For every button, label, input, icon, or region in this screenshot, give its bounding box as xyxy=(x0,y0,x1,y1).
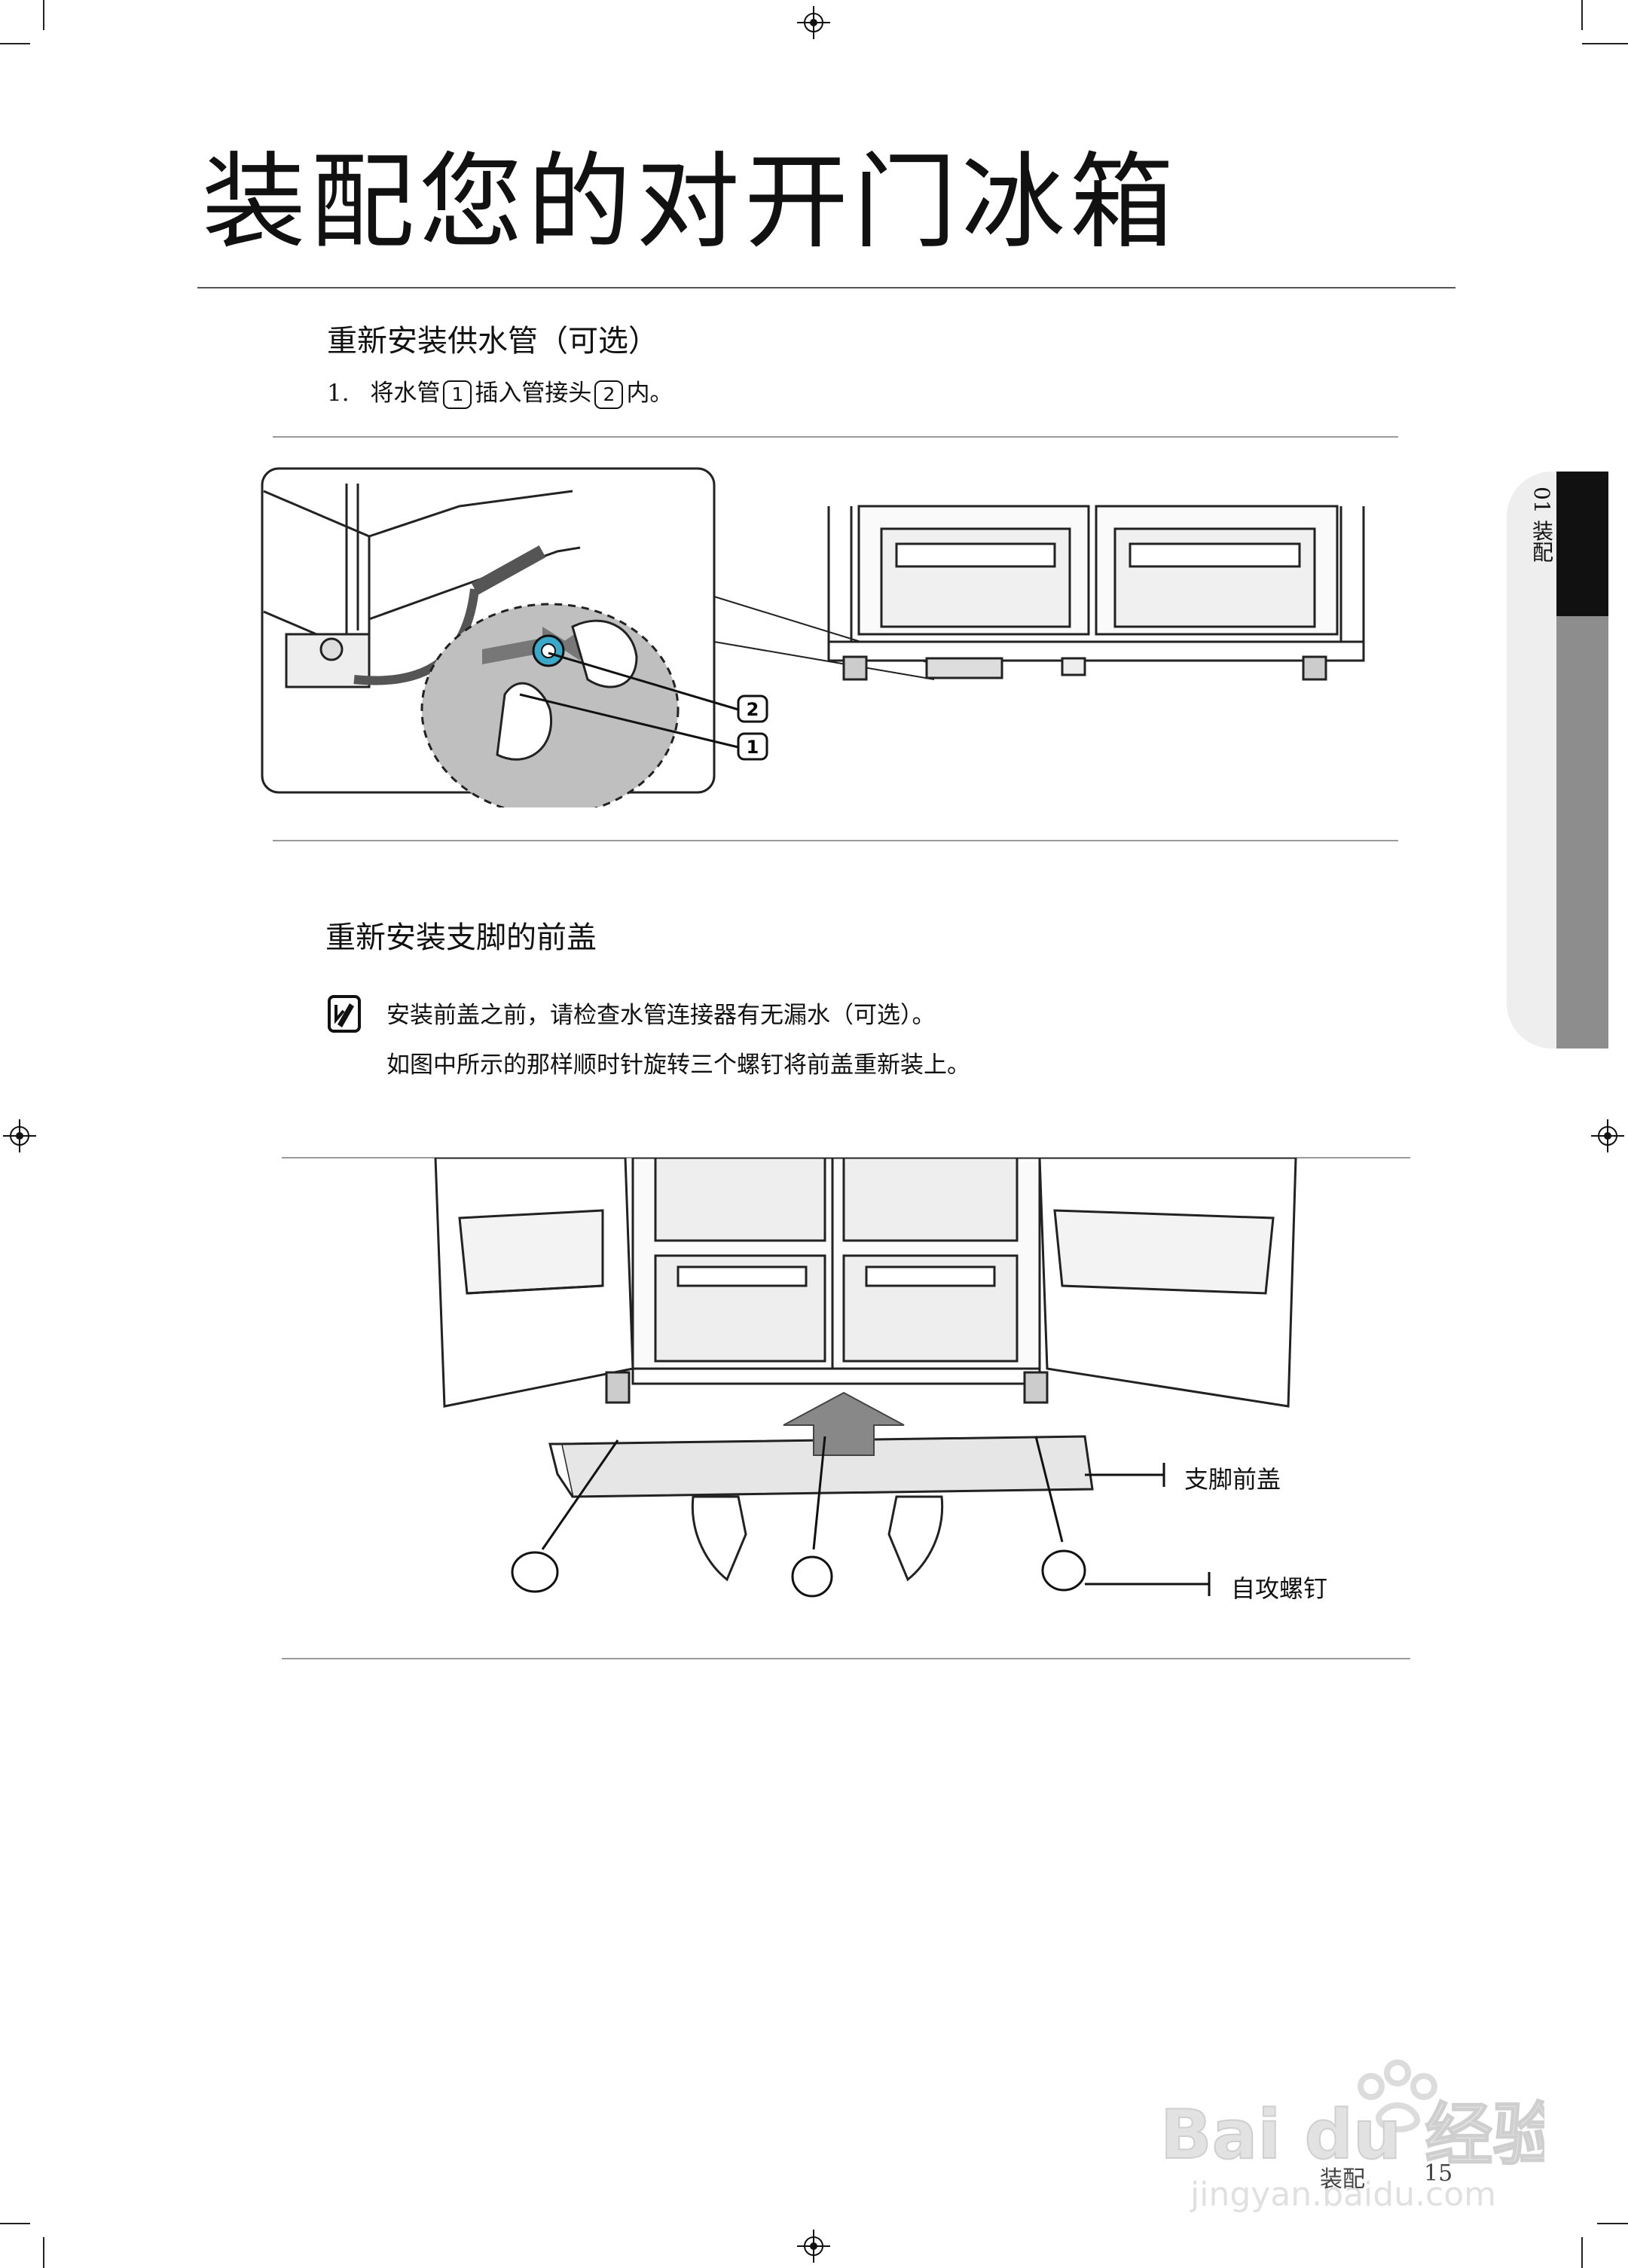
registration-mark-bottom xyxy=(797,2230,830,2263)
chapter-tab-black-block xyxy=(1556,472,1608,616)
step-text-c: 内。 xyxy=(626,380,673,407)
section2-heading: 重新安装支脚的前盖 xyxy=(325,920,597,955)
note-line-1: 安装前盖之前，请检查水管连接器有无漏水（可选）。 xyxy=(386,1002,936,1029)
registration-mark-top xyxy=(797,6,830,39)
note-line-2: 如图中所示的那样顺时针旋转三个螺钉将前盖重新装上。 xyxy=(386,1052,970,1079)
baidu-jingyan-watermark: Bai du 经验 jingyan.baidu.com xyxy=(1159,2059,1544,2214)
footer-section: 装配 xyxy=(1320,2166,1365,2193)
chapter-tab-gray-block xyxy=(1556,616,1608,1049)
marker-1: 1 xyxy=(443,380,472,409)
svg-text:Bai du 经验: Bai du 经验 xyxy=(1160,2096,1544,2175)
section1-rule-bottom xyxy=(273,840,1398,841)
callout-2: 2 xyxy=(747,699,759,720)
registration-mark-left xyxy=(3,1119,36,1152)
note-icon xyxy=(328,995,361,1033)
page-title: 装配您的对开门冰箱 xyxy=(202,142,1179,263)
registration-mark-right xyxy=(1591,1119,1624,1152)
section1-heading: 重新安装供水管（可选） xyxy=(327,324,658,359)
footer-page-number: 15 xyxy=(1424,2160,1453,2187)
label-self-tapping-screw: 自攻螺钉 xyxy=(1231,1574,1328,1603)
water-pipe-illustration: 2 1 xyxy=(261,467,1365,807)
step-text-b: 插入管接头 xyxy=(475,380,592,407)
callout-1: 1 xyxy=(747,737,759,758)
marker-2: 2 xyxy=(594,380,624,409)
section2-rule-bottom xyxy=(282,1658,1410,1659)
chapter-tab-label: 01 装配 xyxy=(1529,487,1554,563)
step-text-a: 将水管 xyxy=(370,380,441,407)
title-rule xyxy=(197,287,1455,288)
step-number: 1. xyxy=(327,380,350,407)
section1-rule-top xyxy=(273,436,1398,438)
label-front-cover: 支脚前盖 xyxy=(1184,1465,1281,1494)
svg-text:jingyan.baidu.com: jingyan.baidu.com xyxy=(1190,2175,1496,2214)
front-cover-illustration xyxy=(434,1158,1297,1598)
